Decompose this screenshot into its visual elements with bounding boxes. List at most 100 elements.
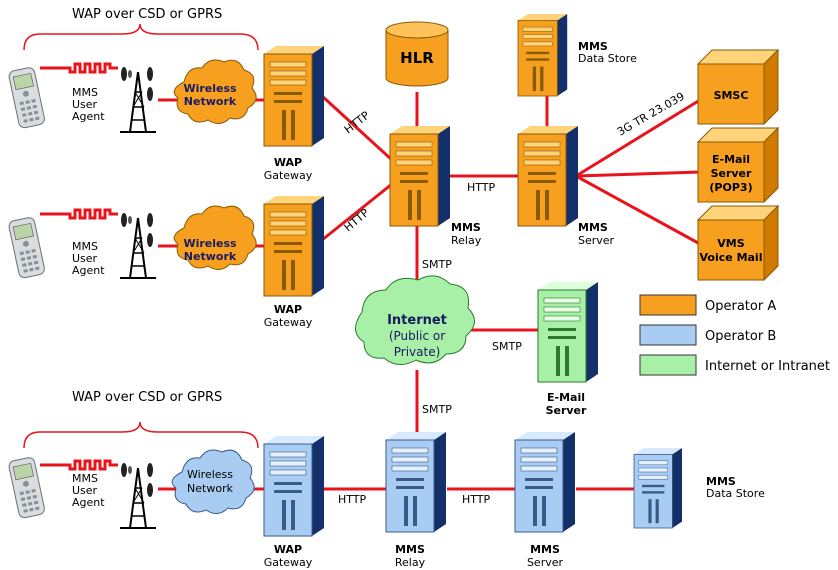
- phone-icon: [7, 456, 46, 520]
- legend-label-internet: Internet or Intranet: [705, 359, 830, 374]
- svg-text:User: User: [72, 484, 98, 497]
- bracket-top: [23, 23, 259, 51]
- legend-swatch-internet: [639, 354, 697, 376]
- wap-gateway-label-3: WAP Gateway: [264, 543, 313, 569]
- phone-icon: [7, 66, 46, 130]
- svg-text:WAP: WAP: [274, 543, 302, 556]
- svg-text:Server: Server: [711, 167, 752, 180]
- svg-text:MMS: MMS: [72, 240, 98, 253]
- legend-label-operator-b: Operator B: [705, 329, 776, 344]
- svg-text:HLR: HLR: [400, 49, 434, 67]
- svg-text:User: User: [72, 252, 98, 265]
- wap-gateway-server-3: [263, 435, 325, 537]
- svg-text:Agent: Agent: [72, 264, 105, 277]
- email-server-internet: [537, 281, 599, 383]
- mms-relay-b-label: MMS Relay: [395, 543, 426, 569]
- svg-text:Network: Network: [184, 250, 237, 263]
- mms-data-store-a-server: [517, 13, 568, 97]
- svg-text:MMS: MMS: [578, 221, 608, 234]
- svg-text:MMS: MMS: [530, 543, 560, 556]
- svg-text:WAP: WAP: [274, 303, 302, 316]
- svg-text:Data Store: Data Store: [706, 487, 765, 500]
- legend-label-operator-a: Operator A: [705, 299, 776, 314]
- svg-text:E-Mail: E-Mail: [712, 153, 750, 166]
- mms-data-store-a-label: MMS Data Store: [578, 40, 637, 65]
- svg-text:Voice Mail: Voice Mail: [700, 251, 763, 264]
- svg-text:WAP: WAP: [274, 156, 302, 169]
- smtp-label-1: SMTP: [422, 258, 452, 271]
- antenna-tower-icon: [119, 462, 157, 529]
- svg-text:SMSC: SMSC: [714, 89, 749, 102]
- wap-gateway-label-1: WAP Gateway: [264, 156, 313, 182]
- svg-text:Private): Private): [394, 345, 441, 359]
- svg-text:Wireless: Wireless: [183, 82, 237, 95]
- wap-gateway-server-1: [263, 45, 325, 147]
- mms-server-b-label: MMS Server: [527, 543, 564, 569]
- vms-voice-mail-box: VMS Voice Mail: [696, 204, 780, 282]
- http-label-1: HTTP: [342, 109, 372, 137]
- svg-text:Wireless: Wireless: [183, 237, 237, 250]
- mms-server-a-server: [517, 125, 579, 227]
- svg-text:Agent: Agent: [72, 110, 105, 123]
- svg-text:Gateway: Gateway: [264, 169, 313, 182]
- mms-relay-a-server: [389, 125, 451, 227]
- mms-data-store-b-server: [633, 447, 683, 529]
- svg-text:Network: Network: [184, 95, 237, 108]
- svg-text:Data Store: Data Store: [578, 52, 637, 65]
- svg-text:Server: Server: [578, 234, 615, 247]
- internet-cloud: Internet (Public or Private): [355, 275, 475, 365]
- mms-relay-a-label: MMS Relay: [451, 221, 482, 247]
- svg-text:MMS: MMS: [451, 221, 481, 234]
- svg-text:MMS: MMS: [706, 475, 736, 488]
- svg-text:Internet: Internet: [387, 313, 447, 328]
- svg-text:Relay: Relay: [395, 556, 426, 569]
- svg-text:(Public or: (Public or: [389, 329, 445, 343]
- antenna-tower-icon: [119, 66, 157, 133]
- email-server-pop3-box: E-Mail Server (POP3): [696, 126, 780, 204]
- email-server-internet-label: E-Mail Server: [546, 391, 587, 417]
- svg-text:Server: Server: [546, 404, 587, 417]
- http-label-3: HTTP: [467, 181, 496, 194]
- svg-text:Wireless: Wireless: [187, 468, 233, 481]
- http-label-5: HTTP: [462, 493, 491, 506]
- user-agent-label-3: MMS User Agent: [72, 472, 105, 509]
- svg-text:Network: Network: [187, 482, 234, 495]
- phone-icon: [7, 216, 46, 280]
- mms-server-b-server: [514, 431, 576, 533]
- svg-text:Gateway: Gateway: [264, 556, 313, 569]
- bracket-label-top: WAP over CSD or GPRS: [72, 7, 222, 22]
- bracket-label-bottom: WAP over CSD or GPRS: [72, 390, 222, 405]
- svg-text:MMS: MMS: [395, 543, 425, 556]
- antenna-tower-icon: [119, 212, 157, 279]
- http-label-4: HTTP: [338, 493, 367, 506]
- legend: Operator A Operator B Internet or Intran…: [639, 294, 830, 376]
- svg-text:(POP3): (POP3): [709, 181, 752, 194]
- wireless-network-cloud-1: Wireless Network: [173, 59, 257, 124]
- links: [40, 62, 701, 491]
- svg-text:Gateway: Gateway: [264, 316, 313, 329]
- legend-swatch-operator-b: [639, 324, 697, 346]
- legend-swatch-operator-a: [639, 294, 697, 316]
- bracket-bottom: [23, 421, 259, 449]
- smtp-label-3: SMTP: [422, 403, 452, 416]
- svg-text:MMS: MMS: [72, 86, 98, 99]
- wap-gateway-label-2: WAP Gateway: [264, 303, 313, 329]
- svg-text:MMS: MMS: [72, 472, 98, 485]
- wireless-network-cloud-3: Wireless Network: [171, 449, 255, 514]
- svg-text:Agent: Agent: [72, 496, 105, 509]
- svg-text:VMS: VMS: [717, 237, 744, 250]
- wireless-network-cloud-2: Wireless Network: [173, 205, 257, 270]
- smtp-label-2: SMTP: [492, 340, 522, 353]
- svg-text:E-Mail: E-Mail: [547, 391, 585, 404]
- mms-server-a-label: MMS Server: [578, 221, 615, 247]
- svg-text:User: User: [72, 98, 98, 111]
- svg-text:MMS: MMS: [578, 40, 608, 53]
- svg-text:Server: Server: [527, 556, 564, 569]
- user-agent-label-2: MMS User Agent: [72, 240, 105, 277]
- smsc-box: SMSC: [696, 48, 780, 126]
- http-label-2: HTTP: [342, 206, 372, 234]
- svg-text:Relay: Relay: [451, 234, 482, 247]
- wap-gateway-server-2: [263, 195, 325, 297]
- mms-data-store-b-label: MMS Data Store: [706, 475, 765, 500]
